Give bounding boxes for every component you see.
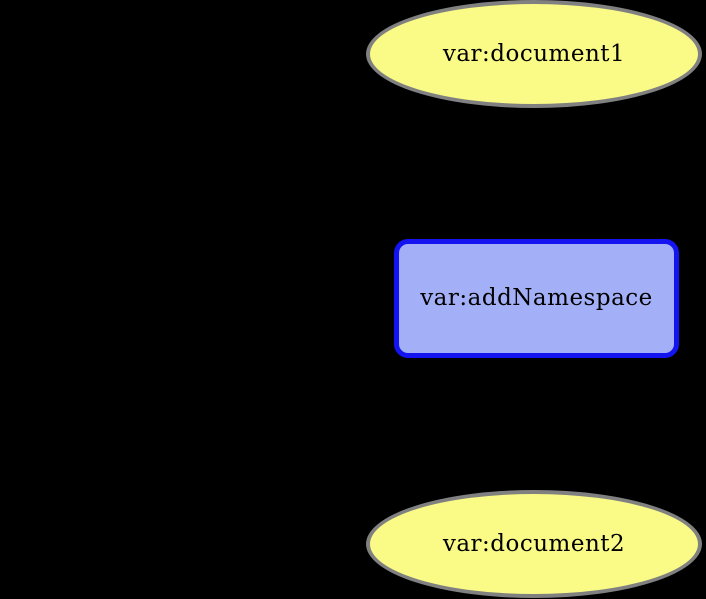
node-document2-label: var:document2 [442,530,626,557]
node-add-namespace[interactable]: var:addNamespace [394,239,679,358]
node-document2[interactable]: var:document2 [366,490,702,598]
node-add-namespace-label: var:addNamespace [420,285,653,311]
node-document1-label: var:document1 [442,40,626,67]
node-document1[interactable]: var:document1 [366,0,702,108]
